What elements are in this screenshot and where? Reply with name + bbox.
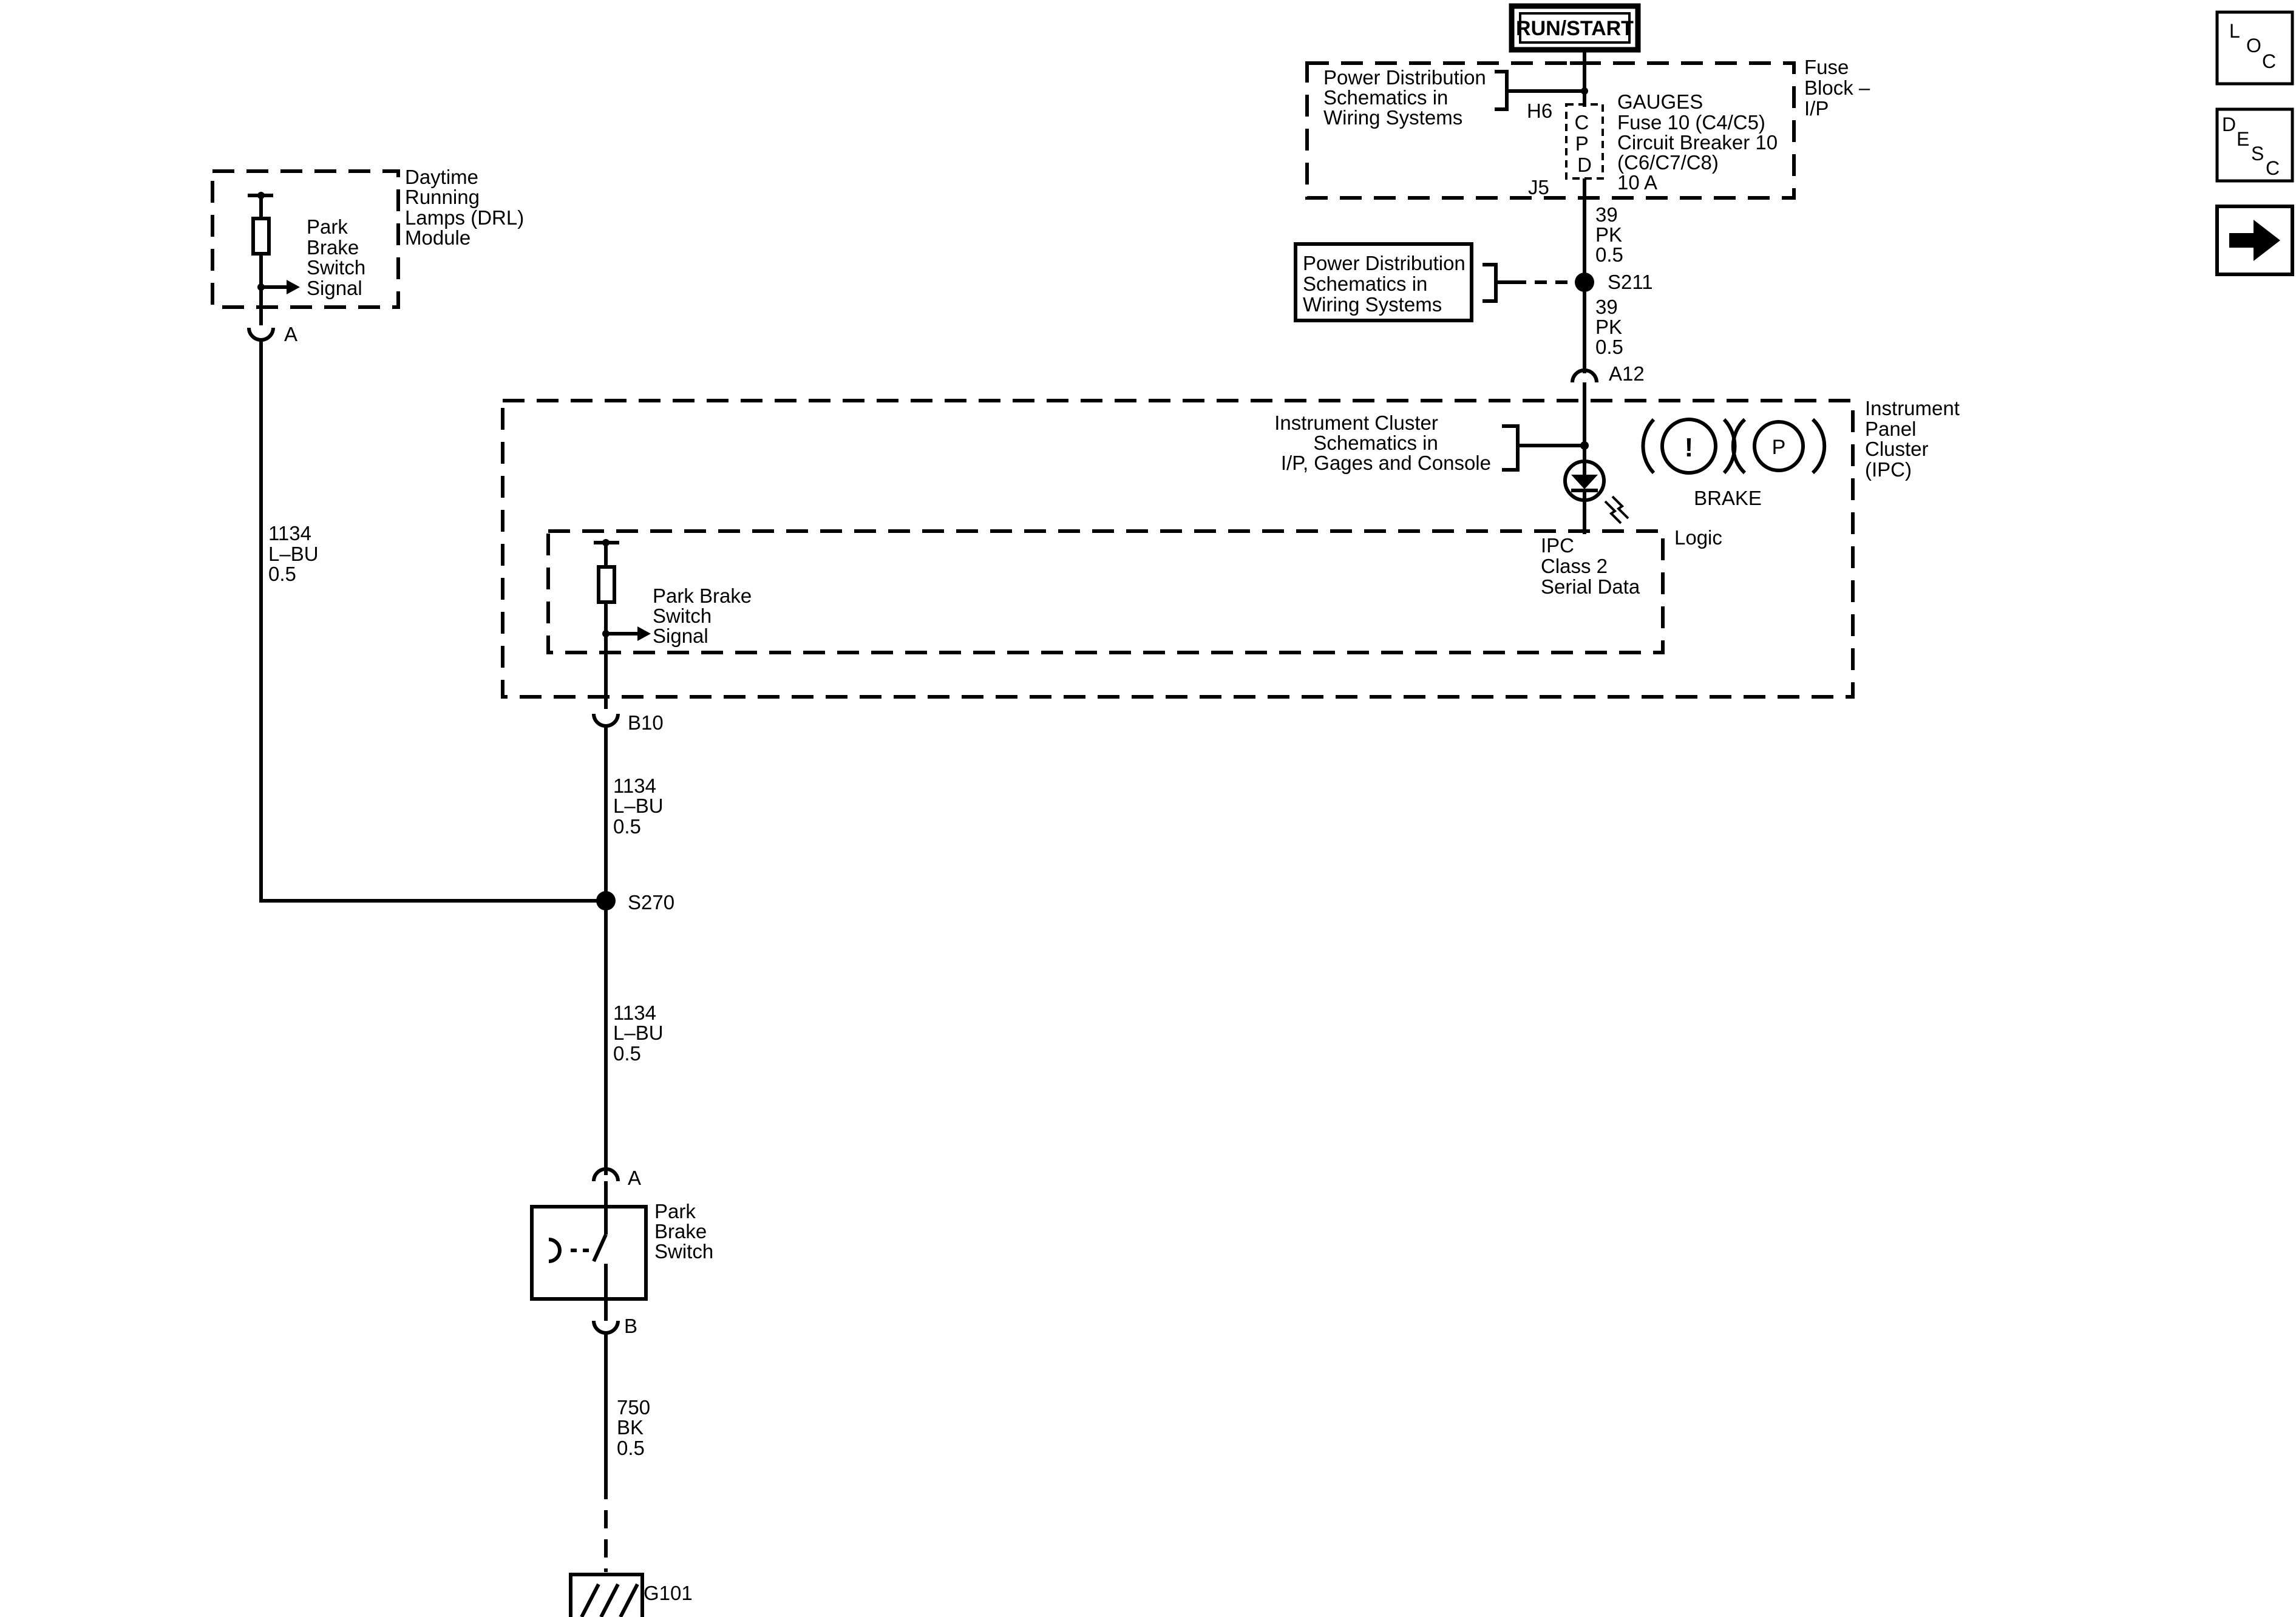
ground-g101: G101 bbox=[569, 1573, 693, 1617]
ipc-connector-a12 bbox=[1571, 368, 1598, 383]
ipc-connector-b10-label: B10 bbox=[628, 711, 664, 734]
ground-g101-label: G101 bbox=[644, 1582, 693, 1604]
brake-indicator-lamp bbox=[1563, 459, 1629, 534]
ipc-boundary bbox=[501, 399, 1855, 699]
drl-connector-a-label: A bbox=[284, 323, 297, 345]
svg-text:!: ! bbox=[1685, 433, 1694, 463]
ipc-park-brake-signal-label: Park Brake Switch Signal bbox=[653, 585, 757, 647]
svg-text:S: S bbox=[2251, 143, 2264, 164]
power-source-label: RUN/START bbox=[1516, 17, 1634, 40]
cpd-letters: C P D bbox=[1574, 111, 1594, 176]
fuse-block-power-distribution-ref: Power Distribution Schematics in Wiring … bbox=[1323, 66, 1492, 129]
svg-text:C: C bbox=[2262, 50, 2276, 72]
fuse-top-connector: H6 bbox=[1527, 100, 1552, 122]
ipc-name: Instrument Panel Cluster (IPC) bbox=[1865, 397, 1965, 481]
park-brake-switch: A Park Brake Switch B bbox=[530, 1167, 713, 1337]
switch-actuator bbox=[548, 1238, 562, 1263]
wire-1134-switch-label: 1134 L–BU 0.5 bbox=[613, 1002, 669, 1065]
ipc-connector-a12-label: A12 bbox=[1609, 362, 1645, 385]
fuse-block-name: Fuse Block – I/P bbox=[1804, 56, 1875, 120]
wire-39-pk-upper-label: 39 PK 0.5 bbox=[1595, 203, 1628, 266]
ipc-logic-boundary bbox=[546, 529, 1665, 654]
svg-text:O: O bbox=[2246, 35, 2261, 56]
splice-s211-dot bbox=[1575, 273, 1594, 292]
loc-button[interactable]: L O C bbox=[2215, 10, 2294, 86]
svg-text:P: P bbox=[1772, 436, 1786, 459]
brake-lamp-label: BRAKE bbox=[1694, 487, 1762, 509]
fuse-ref-junction bbox=[1581, 87, 1588, 95]
ipc-serial-data-label: IPC Class 2 Serial Data bbox=[1541, 534, 1640, 598]
splice-s270-label: S270 bbox=[628, 891, 674, 914]
drl-signal-label: Park Brake Switch Signal bbox=[307, 215, 371, 299]
ipc-park-brake-signal-circuit bbox=[594, 539, 651, 709]
power-distribution-ref-box bbox=[1294, 242, 1473, 322]
drl-module-name: Daytime Running Lamps (DRL) Module bbox=[405, 166, 529, 249]
splice-s211-label: S211 bbox=[1608, 271, 1653, 293]
wire-1134-drl bbox=[259, 340, 606, 903]
fuse-block-ip: Fuse Block – I/P Power Distribution Sche… bbox=[1305, 56, 1875, 200]
park-brake-icon: P bbox=[1731, 418, 1827, 475]
fuse-block-boundary bbox=[1305, 61, 1796, 200]
arrow-right-icon bbox=[2229, 220, 2280, 261]
ipc-ref-bracket bbox=[1502, 424, 1520, 472]
ipc-logic-label: Logic bbox=[1674, 526, 1722, 549]
switch-connector-b-label: B bbox=[624, 1315, 637, 1337]
drl-connector-a bbox=[247, 327, 275, 342]
switch-contact bbox=[592, 1233, 608, 1263]
ipc-schematics-ref: Instrument Cluster Schematics in I/P, Ga… bbox=[1274, 412, 1491, 474]
wire-1134-ipc-label: 1134 L–BU 0.5 bbox=[613, 775, 669, 838]
park-brake-switch-body bbox=[530, 1205, 648, 1301]
wire-1134-drl-label: 1134 L–BU 0.5 bbox=[268, 522, 324, 585]
splice-s270: S270 bbox=[596, 891, 674, 914]
instrument-panel-cluster: A12 Instrument Panel Cluster (IPC) Instr… bbox=[501, 362, 1965, 734]
fuse-ref-bracket bbox=[1495, 70, 1509, 111]
fuse-rating-text: GAUGES Fuse 10 (C4/C5) Circuit Breaker 1… bbox=[1617, 90, 1783, 194]
splice-s211: S211 Power Distribution Schematics in Wi… bbox=[1294, 242, 1653, 322]
drl-module: Daytime Running Lamps (DRL) Module Park … bbox=[211, 166, 529, 345]
wire-750-bk-label: 750 BK 0.5 bbox=[617, 1396, 656, 1459]
next-button[interactable] bbox=[2215, 205, 2294, 276]
svg-text:L: L bbox=[2229, 20, 2240, 42]
ipc-connector-b10 bbox=[592, 713, 620, 728]
park-brake-switch-name: Park Brake Switch bbox=[654, 1200, 713, 1263]
desc-button[interactable]: D E S C bbox=[2215, 107, 2294, 183]
switch-connector-a-label: A bbox=[628, 1167, 641, 1189]
splice-s211-ref-bracket bbox=[1483, 263, 1498, 303]
ground-symbol bbox=[569, 1573, 644, 1617]
drl-module-boundary bbox=[211, 169, 400, 309]
switch-connector-a bbox=[592, 1167, 620, 1182]
splice-s211-ref-text: Power Distribution Schematics in Wiring … bbox=[1303, 252, 1471, 316]
power-source-run-start: RUN/START bbox=[1509, 3, 1641, 53]
brake-warning-icon: ! bbox=[1641, 418, 1737, 475]
svg-text:C: C bbox=[2266, 157, 2280, 179]
svg-text:E: E bbox=[2237, 128, 2249, 150]
svg-text:D: D bbox=[2222, 114, 2236, 135]
fuse-bottom-connector: J5 bbox=[1528, 176, 1549, 198]
wire-39-pk-lower-label: 39 PK 0.5 bbox=[1595, 296, 1628, 358]
switch-connector-b bbox=[592, 1320, 620, 1335]
